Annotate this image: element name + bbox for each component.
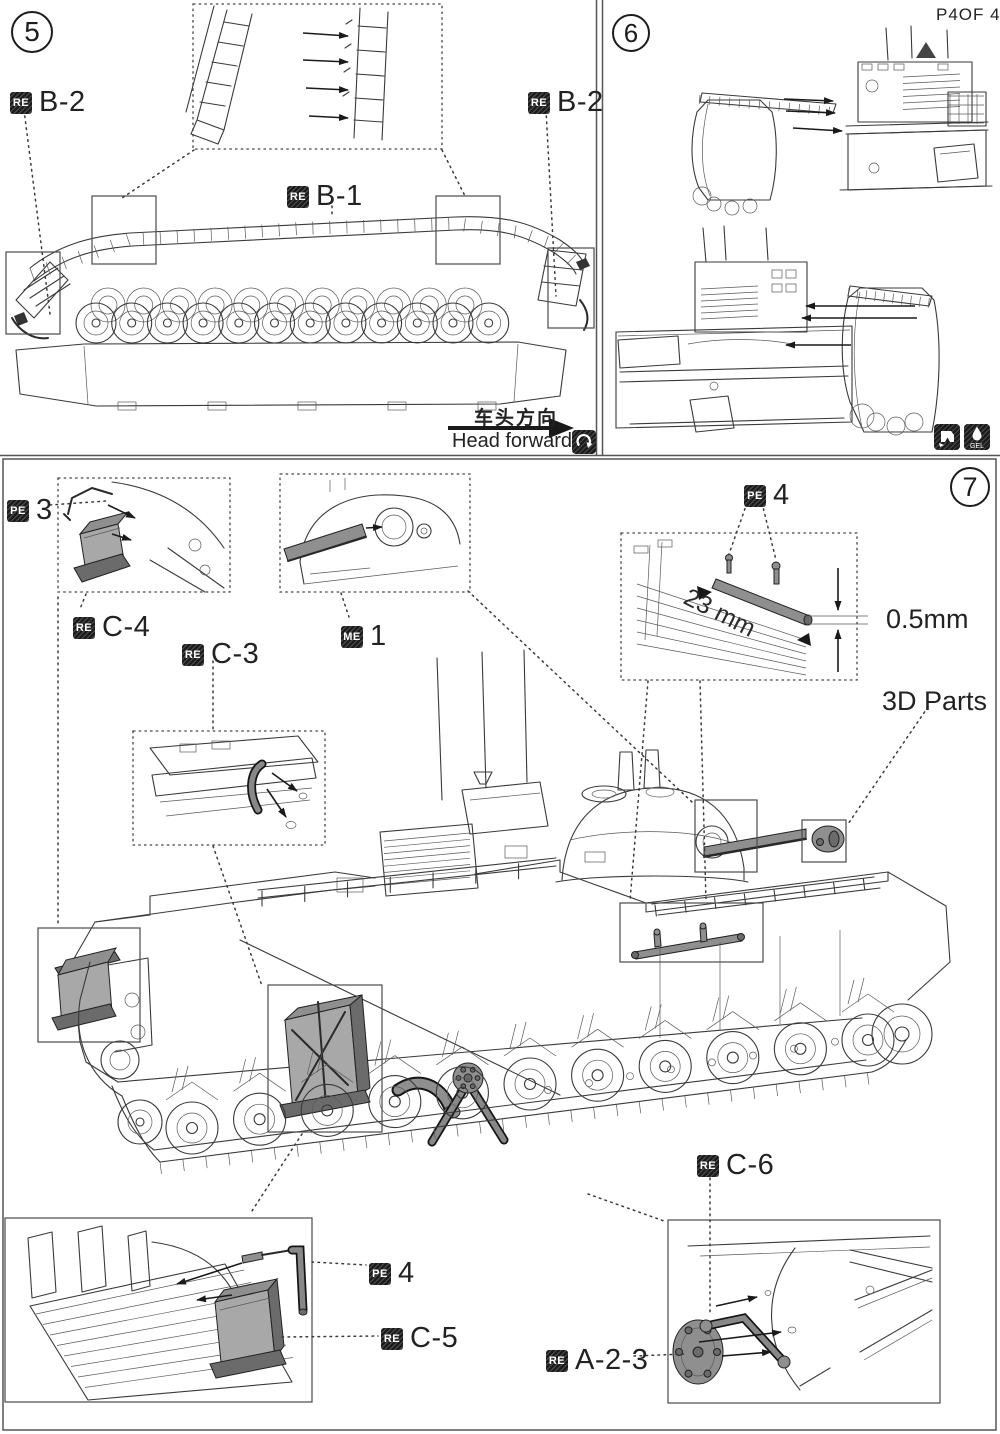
cut-icon <box>934 424 960 450</box>
part-code: 4 <box>398 1257 415 1289</box>
label-c3: RE C-3 <box>182 638 259 671</box>
label-b2-left: RE B-2 <box>10 86 86 119</box>
sheet-code: P4OF 4 <box>936 5 1000 24</box>
label-b2-right: RE B-2 <box>528 86 604 119</box>
re-badge-icon: RE <box>697 1154 719 1177</box>
re-badge-icon: RE <box>287 185 309 208</box>
gel-text: GEL <box>970 443 984 450</box>
part-code: 4 <box>773 479 790 511</box>
direction-text-en: Head forward <box>452 430 573 452</box>
re-badge-icon: RE <box>182 643 204 666</box>
label-me1: ME 1 <box>341 620 387 653</box>
glue-gel-icon: GEL <box>964 424 990 450</box>
step6-track-to-hull-drawing <box>615 25 993 436</box>
pe-badge-icon: PE <box>369 1262 391 1285</box>
label-a23: RE A-2-3 <box>546 1344 648 1377</box>
label-pe4-bottom: PE 4 <box>369 1257 415 1290</box>
direction-text-cn: 车头方向 <box>474 408 559 429</box>
re-badge-icon: RE <box>73 616 95 639</box>
part-code: 1 <box>370 620 387 652</box>
step5-number: 5 <box>11 11 53 53</box>
step6-number: 6 <box>612 14 650 52</box>
part-code: B-2 <box>39 86 86 118</box>
note-3d-parts: 3D Parts <box>882 686 988 716</box>
rotate-icon <box>572 430 596 454</box>
step7-main-assembly-drawing <box>4 473 951 1404</box>
re-badge-icon: RE <box>528 91 550 114</box>
re-badge-icon: RE <box>10 91 32 114</box>
label-c4: RE C-4 <box>73 611 150 644</box>
part-code: C-4 <box>102 611 151 643</box>
part-code: C-6 <box>726 1149 775 1181</box>
step7-number: 7 <box>950 467 990 507</box>
part-code: A-2-3 <box>575 1344 649 1376</box>
part-code: C-3 <box>211 638 260 670</box>
pe-badge-icon: PE <box>744 484 766 507</box>
head-forward-arrow <box>448 418 574 438</box>
me-badge-icon: ME <box>341 625 363 648</box>
label-c6: RE C-6 <box>697 1149 774 1182</box>
dimension-rod-thickness: 0.5mm <box>886 604 969 634</box>
step5-track-assembly-drawing <box>5 3 595 438</box>
part-code: B-2 <box>557 86 604 118</box>
label-b1: RE B-1 <box>287 180 363 213</box>
part-code: 3 <box>36 494 53 526</box>
label-c5: RE C-5 <box>381 1322 458 1355</box>
re-badge-icon: RE <box>546 1349 568 1372</box>
pe-badge-icon: PE <box>7 499 29 522</box>
part-code: B-1 <box>316 180 363 212</box>
label-pe3: PE 3 <box>7 494 53 527</box>
label-pe4-top: PE 4 <box>744 479 790 512</box>
re-badge-icon: RE <box>381 1327 403 1350</box>
part-code: C-5 <box>410 1322 459 1354</box>
